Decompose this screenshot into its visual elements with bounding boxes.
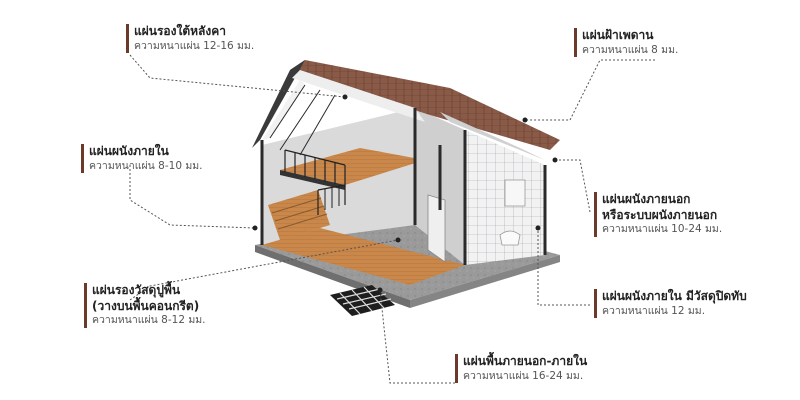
callout-ceiling-board: แผ่นฝ้าเพดาน ความหนาแผ่น 8 มม. — [574, 28, 679, 58]
callout-title: แผ่นผนังภายใน — [89, 144, 169, 158]
callout-subtitle: ความหนาแผ่น 12-16 มม. — [134, 39, 255, 52]
callout-interior-wall: แผ่นผนังภายใน ความหนาแผ่น 8-10 มม. — [81, 144, 203, 174]
mezzanine-floor — [280, 148, 425, 190]
bathroom-room — [463, 130, 547, 265]
callout-title: แผ่นผนังภายใน มีวัสดุปิดทับ — [602, 289, 747, 303]
callout-subtitle: ความหนาแผ่น 8 มม. — [582, 43, 679, 56]
callout-title: แผ่นรองวัสดุปูพื้น — [92, 283, 181, 297]
callout-subtitle: ความหนาแผ่น 8-12 มม. — [92, 314, 206, 327]
callout-title-line2: (วางบนพื้นคอนกรีต) — [92, 298, 200, 313]
leader-lines — [129, 54, 655, 384]
steel-frame — [260, 108, 442, 245]
staircase — [268, 184, 346, 240]
callout-title-line2: หรือระบบผนังภายนอก — [602, 207, 718, 222]
callout-floor-underlay: แผ่นรองวัสดุปูพื้น (วางบนพื้นคอนกรีต) คว… — [84, 283, 206, 328]
callout-title: แผ่นฝ้าเพดาน — [582, 28, 654, 42]
callout-title: แผ่นพื้นภายนอก-ภายใน — [463, 354, 588, 368]
leader-dots — [252, 94, 558, 293]
roof — [252, 60, 560, 160]
callout-exterior-wall: แผ่นผนังภายนอก หรือระบบผนังภายนอก ความหน… — [594, 192, 722, 237]
callout-subtitle: ความหนาแผ่น 12 มม. — [602, 304, 706, 317]
callout-roof-underlay: แผ่นรองใต้หลังคา ความหนาแผ่น 12-16 มม. — [126, 24, 255, 54]
exterior-floor-grating — [330, 285, 395, 316]
callout-floor-board: แผ่นพื้นภายนอก-ภายใน ความหนาแผ่น 16-24 ม… — [455, 354, 588, 384]
callout-title: แผ่นผนังภายนอก — [602, 192, 691, 206]
callout-subtitle: ความหนาแผ่น 8-10 มม. — [89, 159, 203, 172]
callout-covered-interior-wall: แผ่นผนังภายใน มีวัสดุปิดทับ ความหนาแผ่น … — [594, 289, 747, 319]
callout-subtitle: ความหนาแผ่น 10-24 มม. — [602, 223, 723, 236]
wood-floor-lower — [262, 228, 465, 285]
callout-title: แผ่นรองใต้หลังคา — [134, 24, 227, 38]
callout-subtitle: ความหนาแผ่น 16-24 มม. — [463, 369, 584, 382]
mezzanine-railing — [284, 149, 346, 187]
